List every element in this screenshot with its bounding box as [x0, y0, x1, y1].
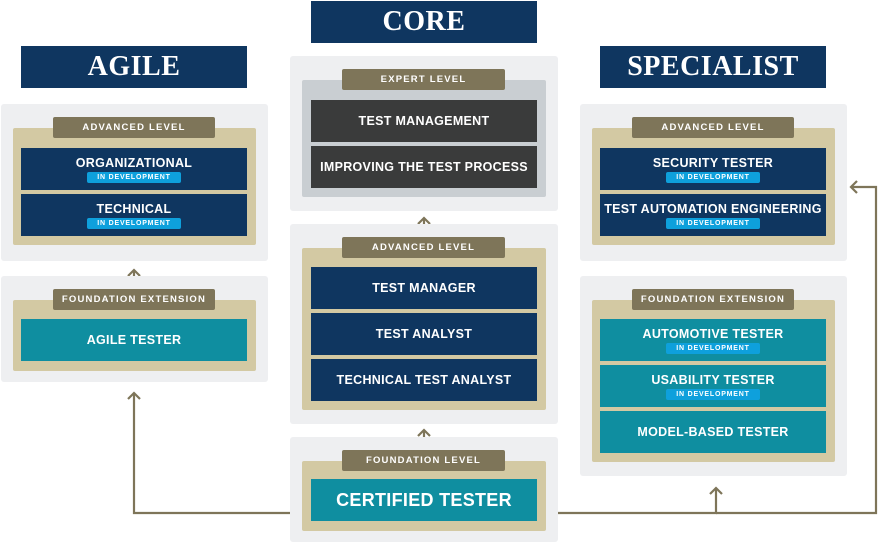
arrow-head [417, 428, 431, 437]
technical-box[interactable]: TECHNICAL IN DEVELOPMENT [21, 194, 247, 236]
specialist-advanced-level-tab: ADVANCED LEVEL [632, 117, 794, 138]
specialist-column-title: SPECIALIST [600, 46, 826, 88]
arrow-head [127, 391, 141, 400]
technical-label: TECHNICAL [96, 201, 172, 216]
in-development-badge: IN DEVELOPMENT [666, 217, 760, 229]
core-advanced-level-tab: ADVANCED LEVEL [342, 237, 505, 258]
agile-advanced-level-tab: ADVANCED LEVEL [53, 117, 215, 138]
test-automation-engineering-label: TEST AUTOMATION ENGINEERING [604, 201, 822, 216]
agile-tester-box[interactable]: AGILE TESTER [21, 319, 247, 361]
in-development-badge: IN DEVELOPMENT [666, 342, 760, 354]
in-development-badge: IN DEVELOPMENT [87, 171, 181, 183]
in-development-badge: IN DEVELOPMENT [87, 217, 181, 229]
core-foundation-level-tab: FOUNDATION LEVEL [342, 450, 505, 471]
agile-tester-label: AGILE TESTER [86, 333, 182, 347]
technical-test-analyst-label: TECHNICAL TEST ANALYST [336, 373, 512, 387]
core-column-title: CORE [311, 1, 537, 43]
arrow-head [849, 180, 858, 194]
test-management-box[interactable]: TEST MANAGEMENT [311, 100, 537, 142]
model-based-tester-box[interactable]: MODEL-BASED TESTER [600, 411, 826, 453]
in-development-badge: IN DEVELOPMENT [666, 171, 760, 183]
usability-tester-label: USABILITY TESTER [651, 372, 775, 387]
certified-tester-label: CERTIFIED TESTER [336, 489, 512, 510]
organizational-box[interactable]: ORGANIZATIONAL IN DEVELOPMENT [21, 148, 247, 190]
agile-column-title: AGILE [21, 46, 247, 88]
test-automation-engineering-box[interactable]: TEST AUTOMATION ENGINEERING IN DEVELOPME… [600, 194, 826, 236]
security-tester-box[interactable]: SECURITY TESTER IN DEVELOPMENT [600, 148, 826, 190]
usability-tester-box[interactable]: USABILITY TESTER IN DEVELOPMENT [600, 365, 826, 407]
test-analyst-label: TEST ANALYST [375, 327, 473, 341]
arrow-head [417, 216, 431, 225]
test-manager-box[interactable]: TEST MANAGER [311, 267, 537, 309]
in-development-badge: IN DEVELOPMENT [666, 388, 760, 400]
improving-test-process-box[interactable]: IMPROVING THE TEST PROCESS [311, 146, 537, 188]
arrow-head [127, 268, 141, 277]
model-based-tester-label: MODEL-BASED TESTER [637, 425, 789, 439]
agile-foundation-extension-tab: FOUNDATION EXTENSION [53, 289, 215, 310]
test-manager-label: TEST MANAGER [372, 281, 476, 295]
certified-tester-box[interactable]: CERTIFIED TESTER [311, 479, 537, 521]
core-expert-level-tab: EXPERT LEVEL [342, 69, 505, 90]
automotive-tester-label: AUTOMOTIVE TESTER [642, 326, 784, 341]
arrow-core-to-specialist-advanced [716, 185, 878, 515]
arrow-core-to-agile [132, 394, 291, 515]
improving-test-process-label: IMPROVING THE TEST PROCESS [320, 160, 528, 174]
automotive-tester-box[interactable]: AUTOMOTIVE TESTER IN DEVELOPMENT [600, 319, 826, 361]
test-management-label: TEST MANAGEMENT [358, 114, 490, 128]
organizational-label: ORGANIZATIONAL [75, 155, 193, 170]
specialist-foundation-extension-tab: FOUNDATION EXTENSION [632, 289, 794, 310]
technical-test-analyst-box[interactable]: TECHNICAL TEST ANALYST [311, 359, 537, 401]
arrow-head [709, 486, 723, 495]
test-analyst-box[interactable]: TEST ANALYST [311, 313, 537, 355]
security-tester-label: SECURITY TESTER [652, 155, 774, 170]
arrow-core-to-specialist-foundation [558, 489, 718, 515]
